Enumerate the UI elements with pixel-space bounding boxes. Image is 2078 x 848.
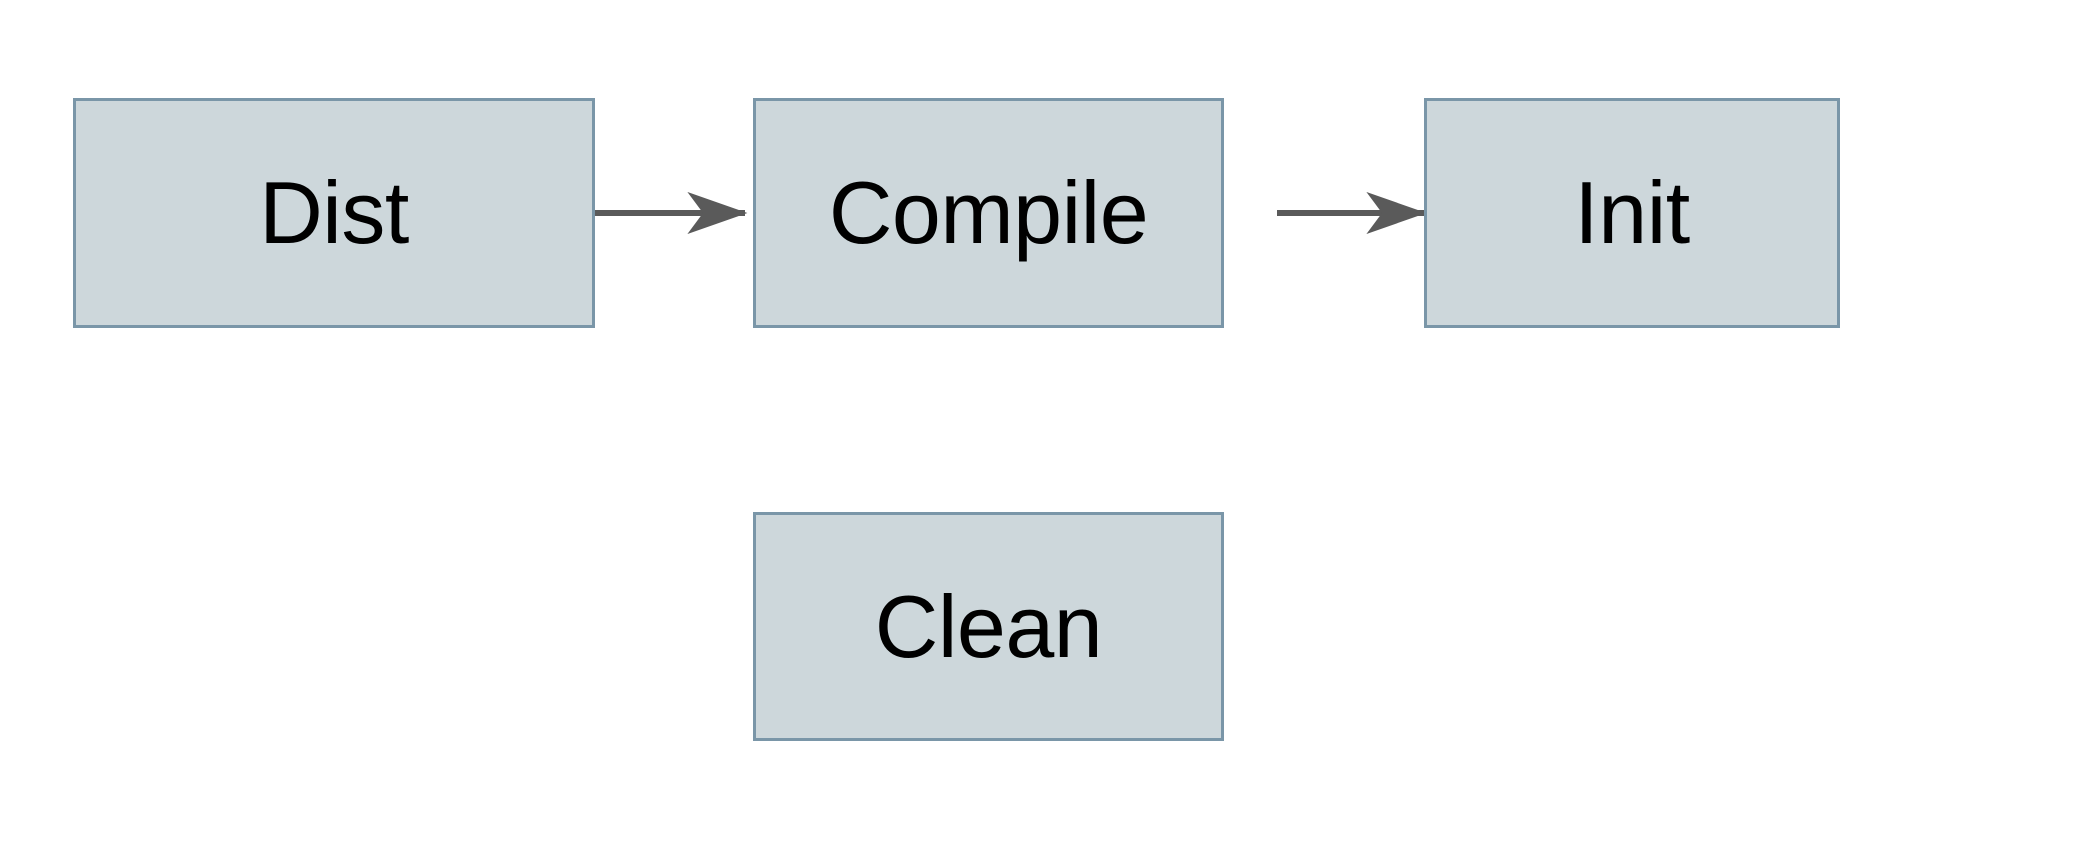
node-clean[interactable]: Clean — [753, 512, 1224, 741]
node-init-label: Init — [1574, 163, 1690, 262]
edge-compile-init-hitbox[interactable] — [1277, 193, 1434, 233]
node-compile-label: Compile — [828, 163, 1149, 262]
node-init[interactable]: Init — [1424, 98, 1840, 328]
edge-dist-compile-hitbox[interactable] — [595, 193, 755, 233]
node-dist-label: Dist — [259, 163, 409, 262]
node-dist[interactable]: Dist — [73, 98, 595, 328]
node-compile[interactable]: Compile — [753, 98, 1224, 328]
node-clean-label: Clean — [874, 576, 1103, 676]
